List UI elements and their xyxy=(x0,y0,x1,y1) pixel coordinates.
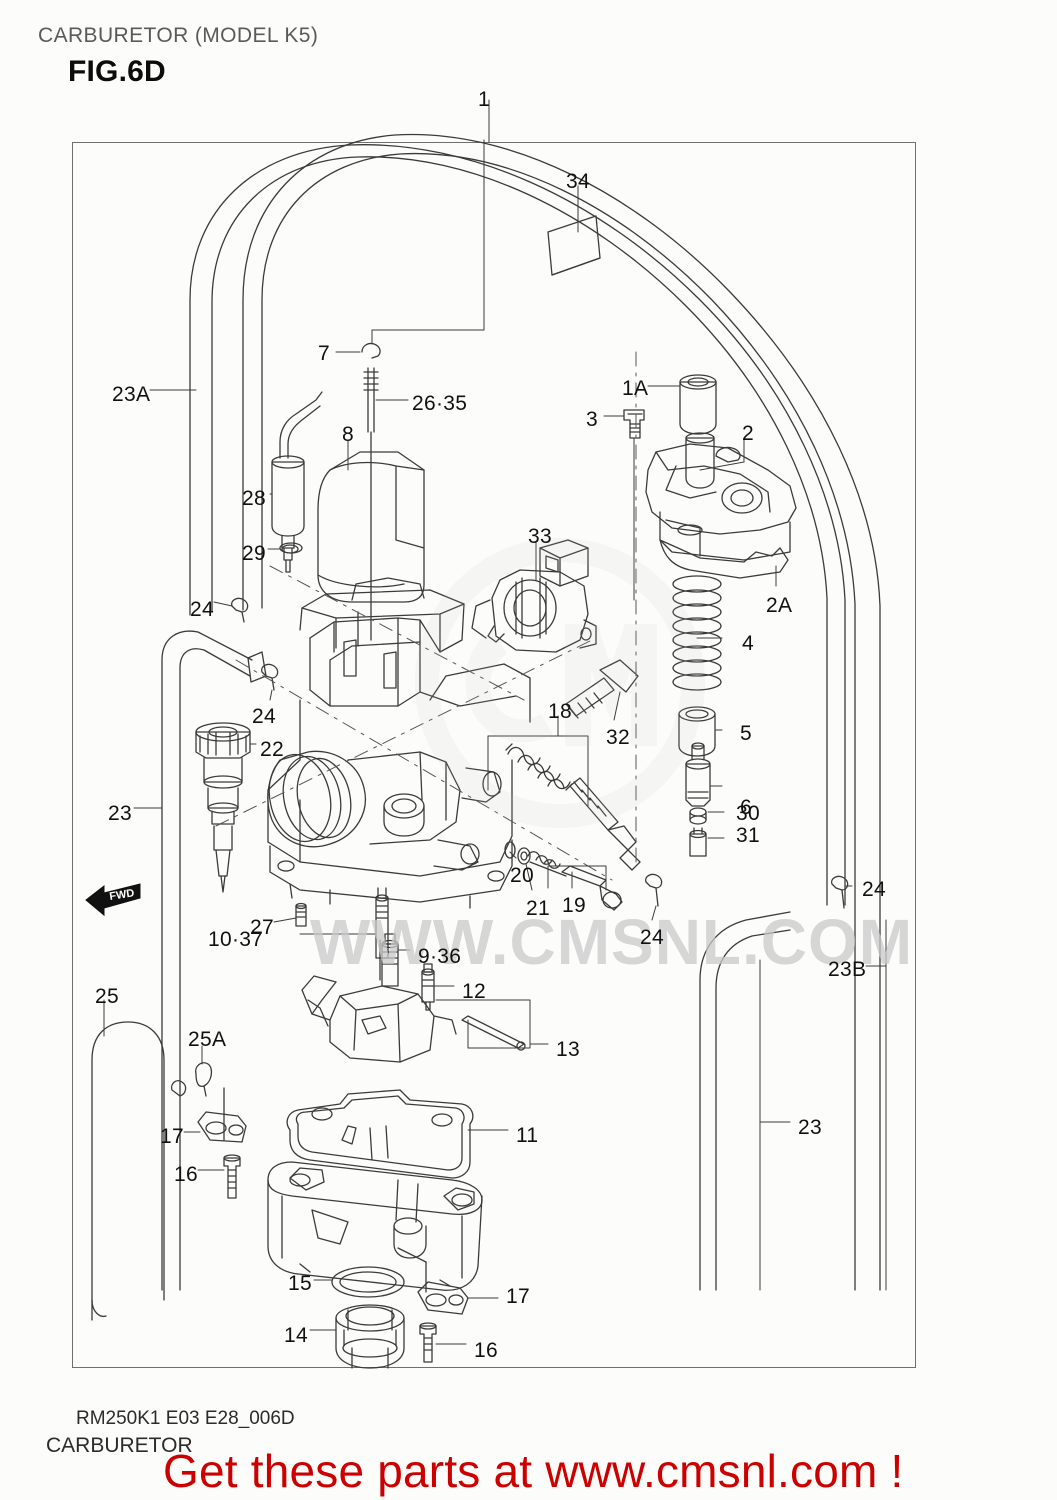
callout-3: 3 xyxy=(586,408,598,431)
callout-16-a: 16 xyxy=(174,1163,198,1186)
callout-1A: 1A xyxy=(622,377,649,400)
callout-6: 6 xyxy=(740,796,752,819)
callout-23-left: 23 xyxy=(108,802,132,825)
callout-12: 12 xyxy=(462,980,486,1003)
callout-23-right: 23 xyxy=(798,1116,822,1139)
svg-text:FWD: FWD xyxy=(109,887,136,903)
callout-33: 33 xyxy=(528,525,552,548)
callout-19: 19 xyxy=(562,894,586,917)
callout-32: 32 xyxy=(606,726,630,749)
callout-18: 18 xyxy=(548,700,572,723)
figure-number: FIG.6D xyxy=(68,55,166,88)
callout-30: 30 xyxy=(736,802,760,825)
callout-11: 11 xyxy=(516,1124,539,1147)
callout-28: 28 xyxy=(242,487,266,510)
callout-9-36: 9·36 xyxy=(418,945,462,968)
callout-20: 20 xyxy=(510,864,534,887)
callout-24-d: 24 xyxy=(862,878,886,901)
footer-part-code: RM250K1 E03 E28_006D xyxy=(76,1408,295,1429)
callout-10-37: 10·37 xyxy=(208,928,264,951)
callout-4: 4 xyxy=(742,632,754,655)
callout-22: 22 xyxy=(260,738,284,761)
callout-16-b: 16 xyxy=(474,1339,498,1362)
callout-14: 14 xyxy=(284,1324,308,1347)
callout-5: 5 xyxy=(740,722,752,745)
callout-2A: 2A xyxy=(766,594,793,617)
callout-21: 21 xyxy=(526,897,550,920)
callout-17-b: 17 xyxy=(506,1285,530,1308)
callout-34: 34 xyxy=(566,170,590,193)
callout-13: 13 xyxy=(556,1038,580,1061)
callout-2: 2 xyxy=(742,422,754,445)
callout-27: 27 xyxy=(250,916,274,939)
callout-23B: 23B xyxy=(828,958,867,981)
callout-24-c: 24 xyxy=(640,926,664,949)
promo-banner-text[interactable]: Get these parts at www.cmsnl.com ! xyxy=(163,1445,904,1497)
callout-25A: 25A xyxy=(188,1028,227,1051)
footer-section-name: CARBURETOR xyxy=(46,1434,193,1457)
callout-1: 1 xyxy=(478,88,490,111)
callout-7: 7 xyxy=(318,342,330,365)
diagram-frame xyxy=(72,142,916,1368)
callout-8: 8 xyxy=(342,423,354,446)
callout-23A: 23A xyxy=(112,383,151,406)
callout-15: 15 xyxy=(288,1272,312,1295)
callout-26-35: 26·35 xyxy=(412,392,468,415)
callout-25: 25 xyxy=(95,985,119,1008)
callout-31: 31 xyxy=(736,824,760,847)
callout-24-a: 24 xyxy=(190,598,214,621)
fwd-direction-arrow: FWD xyxy=(85,883,141,917)
callout-24-b: 24 xyxy=(252,705,276,728)
callout-29: 29 xyxy=(242,542,266,565)
diagram-subtitle: CARBURETOR (MODEL K5) xyxy=(38,24,319,47)
callout-17-a: 17 xyxy=(160,1125,184,1148)
